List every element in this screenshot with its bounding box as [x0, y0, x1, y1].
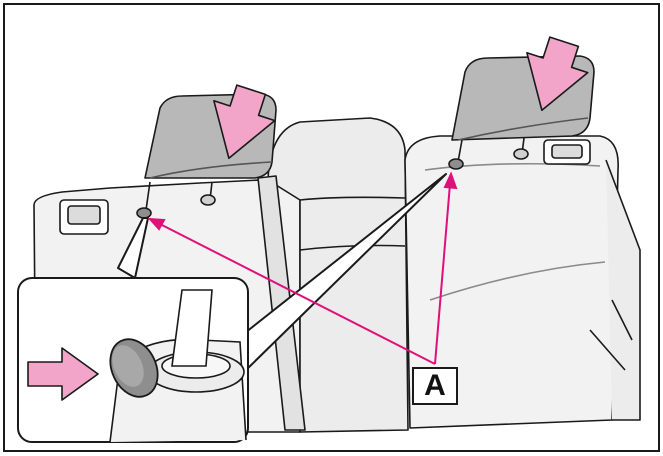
callout-label-a: A [412, 367, 458, 405]
left-headrest-lock-knob [137, 208, 151, 218]
right-headrest-lock-knob [449, 159, 463, 169]
